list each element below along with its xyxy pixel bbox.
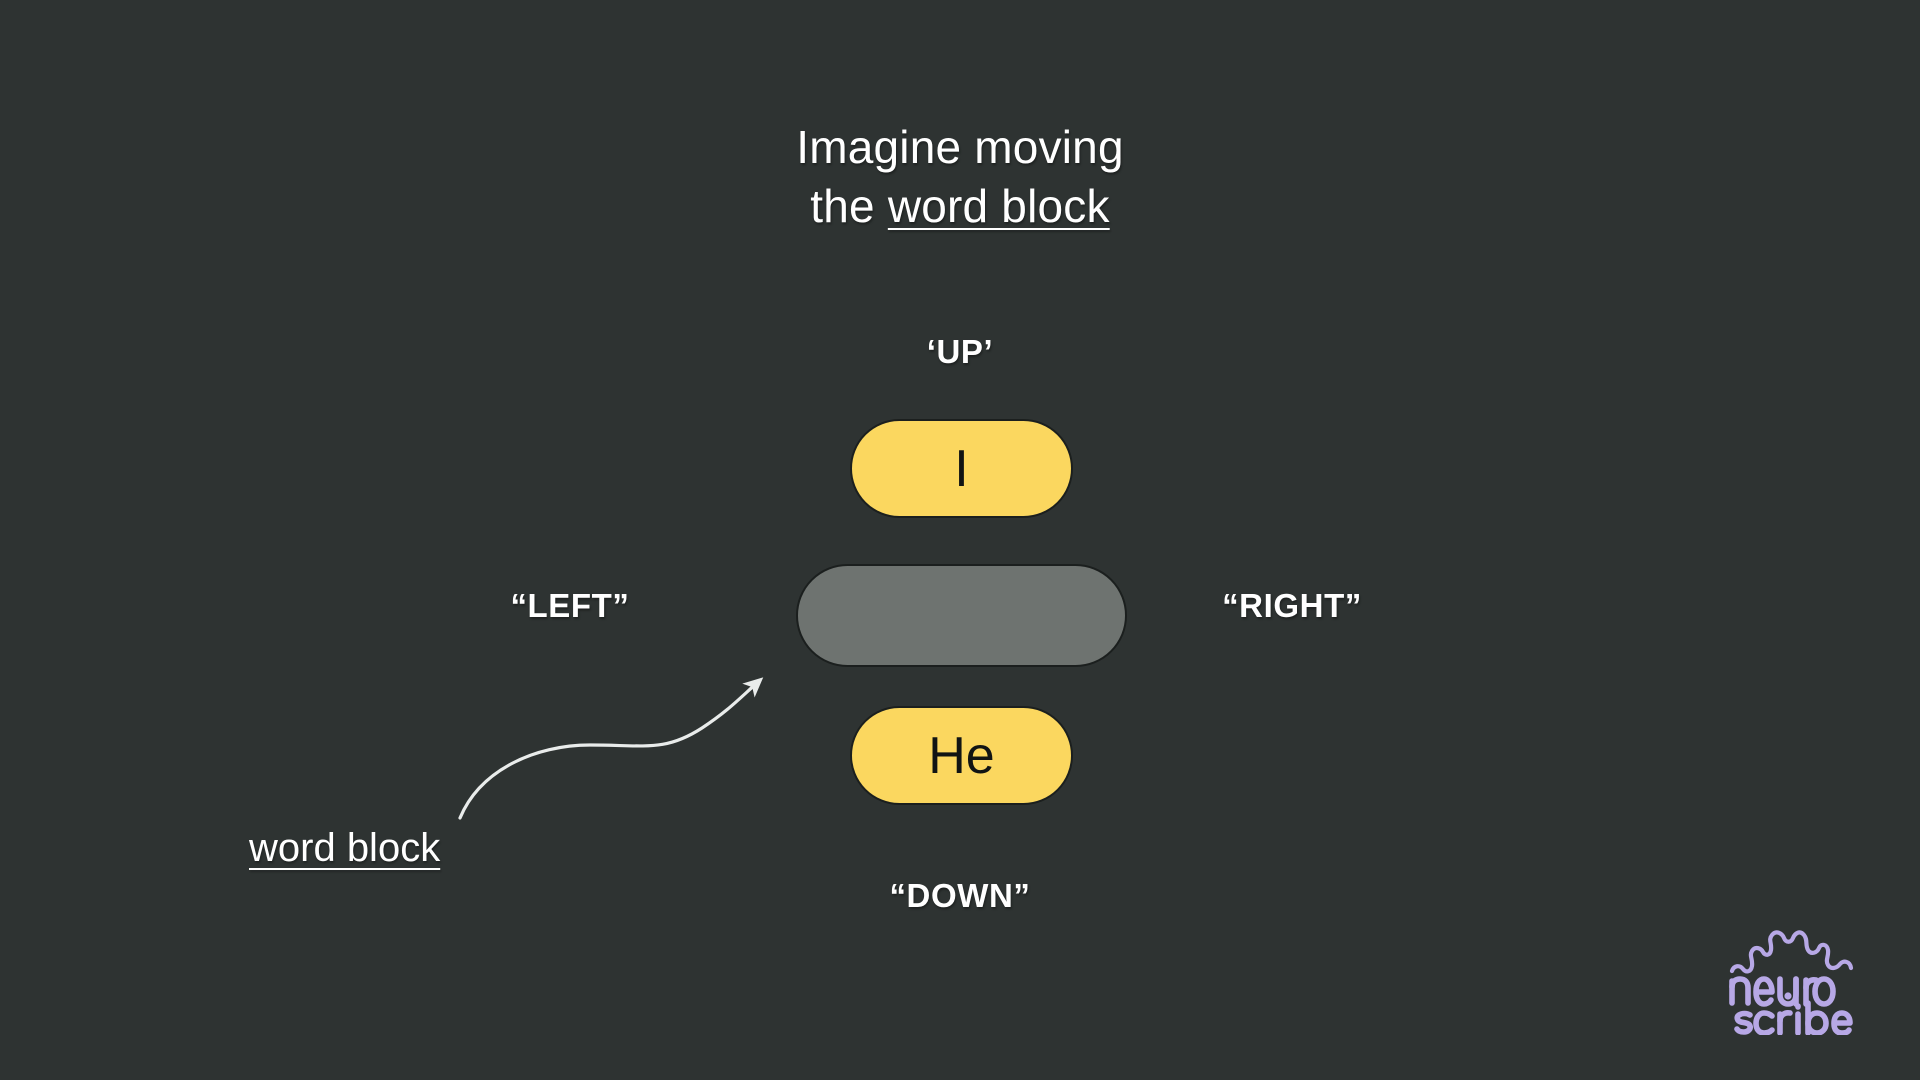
- callout-arrow-icon: [458, 677, 764, 820]
- direction-label-up: ‘UP’: [926, 333, 994, 370]
- word-block-up[interactable]: I: [850, 419, 1073, 518]
- page-title-emphasis: word block: [887, 179, 1110, 232]
- page-title: Imagine moving the word block: [0, 118, 1920, 236]
- callout-label-word-block: word block: [249, 826, 441, 870]
- page-title-line-2: the word block: [0, 177, 1920, 236]
- page-title-line-1: Imagine moving: [796, 121, 1124, 173]
- logo-dot: [1784, 992, 1792, 1000]
- page-title-line-2-prefix: the: [810, 179, 888, 232]
- direction-label-down: “DOWN”: [889, 877, 1031, 914]
- word-block-center-empty[interactable]: [796, 564, 1127, 667]
- neuroscribe-logo-icon: [1729, 930, 1854, 1035]
- word-block-down[interactable]: He: [850, 706, 1073, 805]
- direction-label-right: “RIGHT”: [1222, 587, 1362, 624]
- direction-label-left: “LEFT”: [510, 587, 630, 624]
